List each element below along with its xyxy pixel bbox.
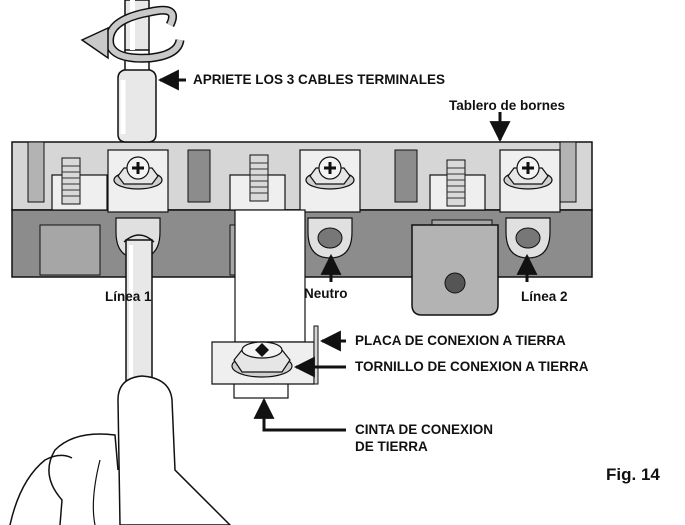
stud-right [446, 159, 466, 207]
label-line2: Línea 2 [521, 289, 568, 304]
screw-line2-icon [503, 156, 553, 190]
rotate-arrow-icon [80, 5, 185, 63]
label-neutral: Neutro [304, 286, 348, 301]
mounting-tab [411, 224, 499, 316]
screw-line1-icon [113, 156, 163, 190]
label-line1: Línea 1 [105, 289, 152, 304]
label-ground-plate: PLACA DE CONEXION A TIERRA [355, 333, 566, 348]
threaded-studs [61, 154, 466, 207]
label-ground-strap-line1: CINTA DE CONEXION [355, 422, 494, 437]
screwdriver-icon [117, 0, 157, 143]
label-ground-screw: TORNILLO DE CONEXION A TIERRA [355, 359, 589, 374]
stud-middle [249, 154, 269, 202]
label-ground-strap-line2: DE TIERRA [355, 439, 428, 454]
stud-left [61, 157, 81, 205]
terminal-screws [113, 156, 553, 190]
label-terminal-block: Tablero de bornes [449, 98, 566, 113]
hand-icon [9, 375, 232, 525]
ground-strap [233, 209, 306, 399]
callout-arrows [157, 69, 538, 432]
screw-neutral-icon [305, 156, 355, 190]
label-tighten: APRIETE LOS 3 CABLES TERMINALES [193, 72, 446, 87]
ground-screw-icon [231, 341, 293, 378]
figure-label: Fig. 14 [606, 465, 660, 484]
